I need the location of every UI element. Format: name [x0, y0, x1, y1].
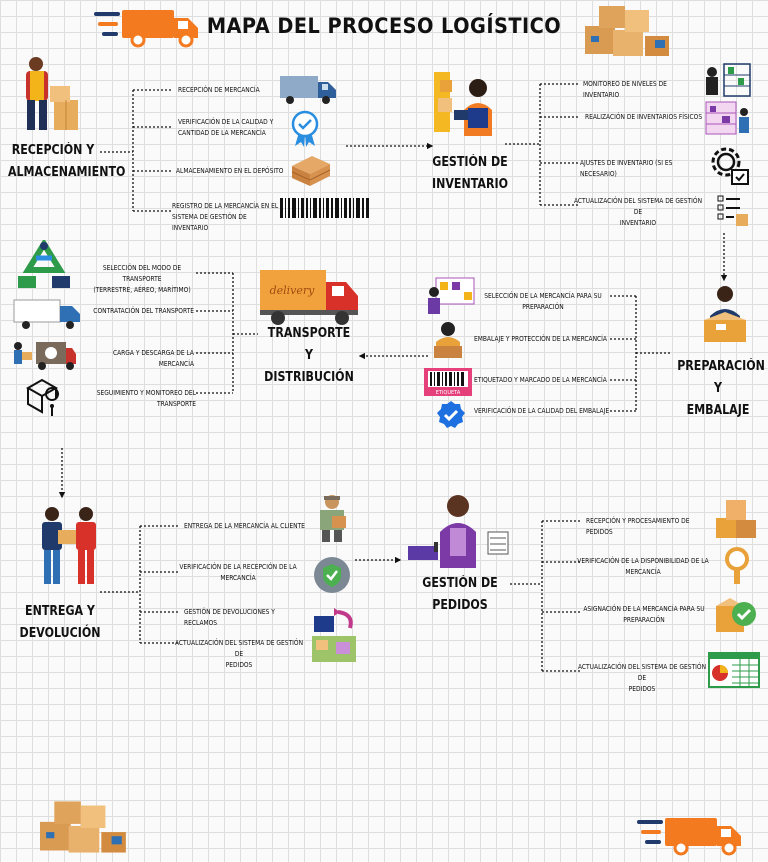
hub-recepcion-line1: RECEPCIÓN Y — [11, 143, 95, 158]
page-title: MAPA DEL PROCESO LOGÍSTICO — [206, 14, 562, 38]
entrega-item-1: Entrega de la mercancía al cliente — [184, 522, 305, 530]
return-box-icon — [312, 608, 356, 662]
hub-inventario-line2: INVENTARIO — [432, 177, 508, 192]
loading-truck-icon — [14, 342, 76, 370]
hub-entrega-line2: DEVOLUCIÓN — [19, 626, 101, 641]
hub-preparacion: PREPARACIÓN Y EMBALAJE — [677, 356, 765, 422]
fast-truck-icon — [637, 818, 741, 856]
truck-delivery-text: delivery — [270, 284, 316, 297]
entrega-item-4: Actualización del sistema de gestión dep… — [174, 639, 304, 669]
preparacion-item-2: Embalaje y protección de la mercancía — [474, 335, 607, 343]
boxes-icon — [716, 500, 756, 538]
recepcion-item-2: Verificación de la calidad ycantidad de … — [178, 118, 274, 137]
barcode-icon — [280, 198, 369, 218]
pedidos-item-2: Verificación de la disponibilidad de lam… — [577, 557, 709, 576]
barcode-label-text: ETIQUETA — [436, 390, 461, 396]
preparacion-item-1: Selección de la mercancía para suprepara… — [484, 292, 602, 311]
worker-with-boxes-icon — [26, 57, 78, 130]
gear-settings-icon — [711, 147, 749, 185]
hub-preparacion-line1: PREPARACIÓN Y — [677, 359, 765, 396]
inventario-item-4: Actualización del sistema de gestión dei… — [573, 197, 703, 227]
warehouse-shelves-icon — [706, 63, 751, 97]
hub-entrega: ENTREGA Y DEVOLUCIÓN — [18, 601, 103, 645]
barcode-label-icon: ETIQUETA — [424, 368, 472, 396]
hub-entrega-line1: ENTREGA Y — [25, 604, 95, 619]
quality-badge-icon — [291, 110, 319, 147]
fast-truck-icon — [94, 10, 198, 48]
box-location-icon — [25, 378, 59, 416]
van-icon — [280, 76, 336, 104]
wooden-pallets-icon — [291, 156, 331, 186]
packer-icon — [704, 286, 746, 342]
recepcion-item-3: Almacenamiento en el depósito — [176, 167, 284, 175]
hub-inventario: GESTIÓN DE INVENTARIO — [428, 152, 513, 196]
hub-transporte: TRANSPORTE Y DISTRIBUCIÓN — [262, 323, 356, 389]
hub-inventario-line1: GESTIÓN DE — [432, 155, 508, 170]
magnifier-icon — [725, 547, 749, 584]
verified-check-icon — [437, 401, 465, 428]
transporte-item-2: Contratación del transporte — [93, 307, 194, 315]
hub-pedidos-line1: GESTIÓN DE PEDIDOS — [422, 576, 498, 613]
entrega-item-2: Verificación de la recepción de lamercan… — [179, 563, 297, 582]
pedidos-item-1: Recepción y procesamiento de pedidos — [586, 517, 690, 536]
picking-icon — [428, 277, 475, 314]
boxes-stack-icon — [40, 801, 126, 853]
recycling-transport-icon — [18, 240, 70, 288]
boxes-stack-icon — [585, 6, 669, 56]
inventario-item-1: Monitoreo de niveles de inventario — [583, 80, 667, 99]
office-woman-laptop-icon — [408, 495, 509, 568]
deliveryman-icon — [320, 495, 346, 542]
pedidos-item-3: Asignación de la mercancía para suprepar… — [583, 605, 705, 624]
transporte-item-4: Seguimiento y monitoreo del transporte — [96, 389, 196, 408]
hub-transporte-line1: TRANSPORTE Y — [267, 326, 351, 363]
packing-worker-icon — [434, 322, 462, 358]
preparacion-item-3: Etiquetado y marcado de la mercancía — [474, 376, 607, 384]
transporte-item-3: Carga y descarga de la mercancía — [112, 349, 194, 368]
inventory-worker-icon — [434, 72, 492, 136]
inventario-item-3: Ajustes de inventario (si es necesario) — [580, 159, 673, 178]
checklist-icon — [717, 195, 748, 226]
courier-woman-icon — [42, 507, 96, 584]
spreadsheet-icon — [708, 652, 760, 688]
inventario-item-2: Realización de inventarios físicos — [585, 113, 703, 121]
delivery-truck-icon: delivery — [260, 270, 358, 325]
hub-transporte-line2: DISTRIBUCIÓN — [264, 370, 354, 385]
person-checking-shelves-icon — [705, 101, 749, 135]
pedidos-item-4: Actualización del sistema de gestión dep… — [577, 663, 707, 693]
hub-preparacion-line2: EMBALAJE — [686, 403, 750, 418]
transporte-item-1: Selección del modo de transporte(terrest… — [93, 264, 191, 294]
preparacion-item-4: Verificación de la calidad del embalaje — [474, 407, 610, 415]
recepcion-item-1: Recepción de mercancía — [178, 86, 260, 94]
shield-check-icon — [314, 557, 350, 593]
white-truck-icon — [13, 299, 80, 329]
hub-recepcion: RECEPCIÓN Y ALMACENAMIENTO — [7, 140, 126, 184]
recepcion-item-4: Registro de la mercancía en elsistema de… — [172, 202, 279, 232]
hub-pedidos: GESTIÓN DE PEDIDOS — [409, 573, 511, 617]
hub-recepcion-line2: ALMACENAMIENTO — [7, 165, 126, 180]
box-check-icon — [716, 598, 756, 632]
entrega-item-3: Gestión de devoluciones y reclamos — [184, 608, 275, 627]
